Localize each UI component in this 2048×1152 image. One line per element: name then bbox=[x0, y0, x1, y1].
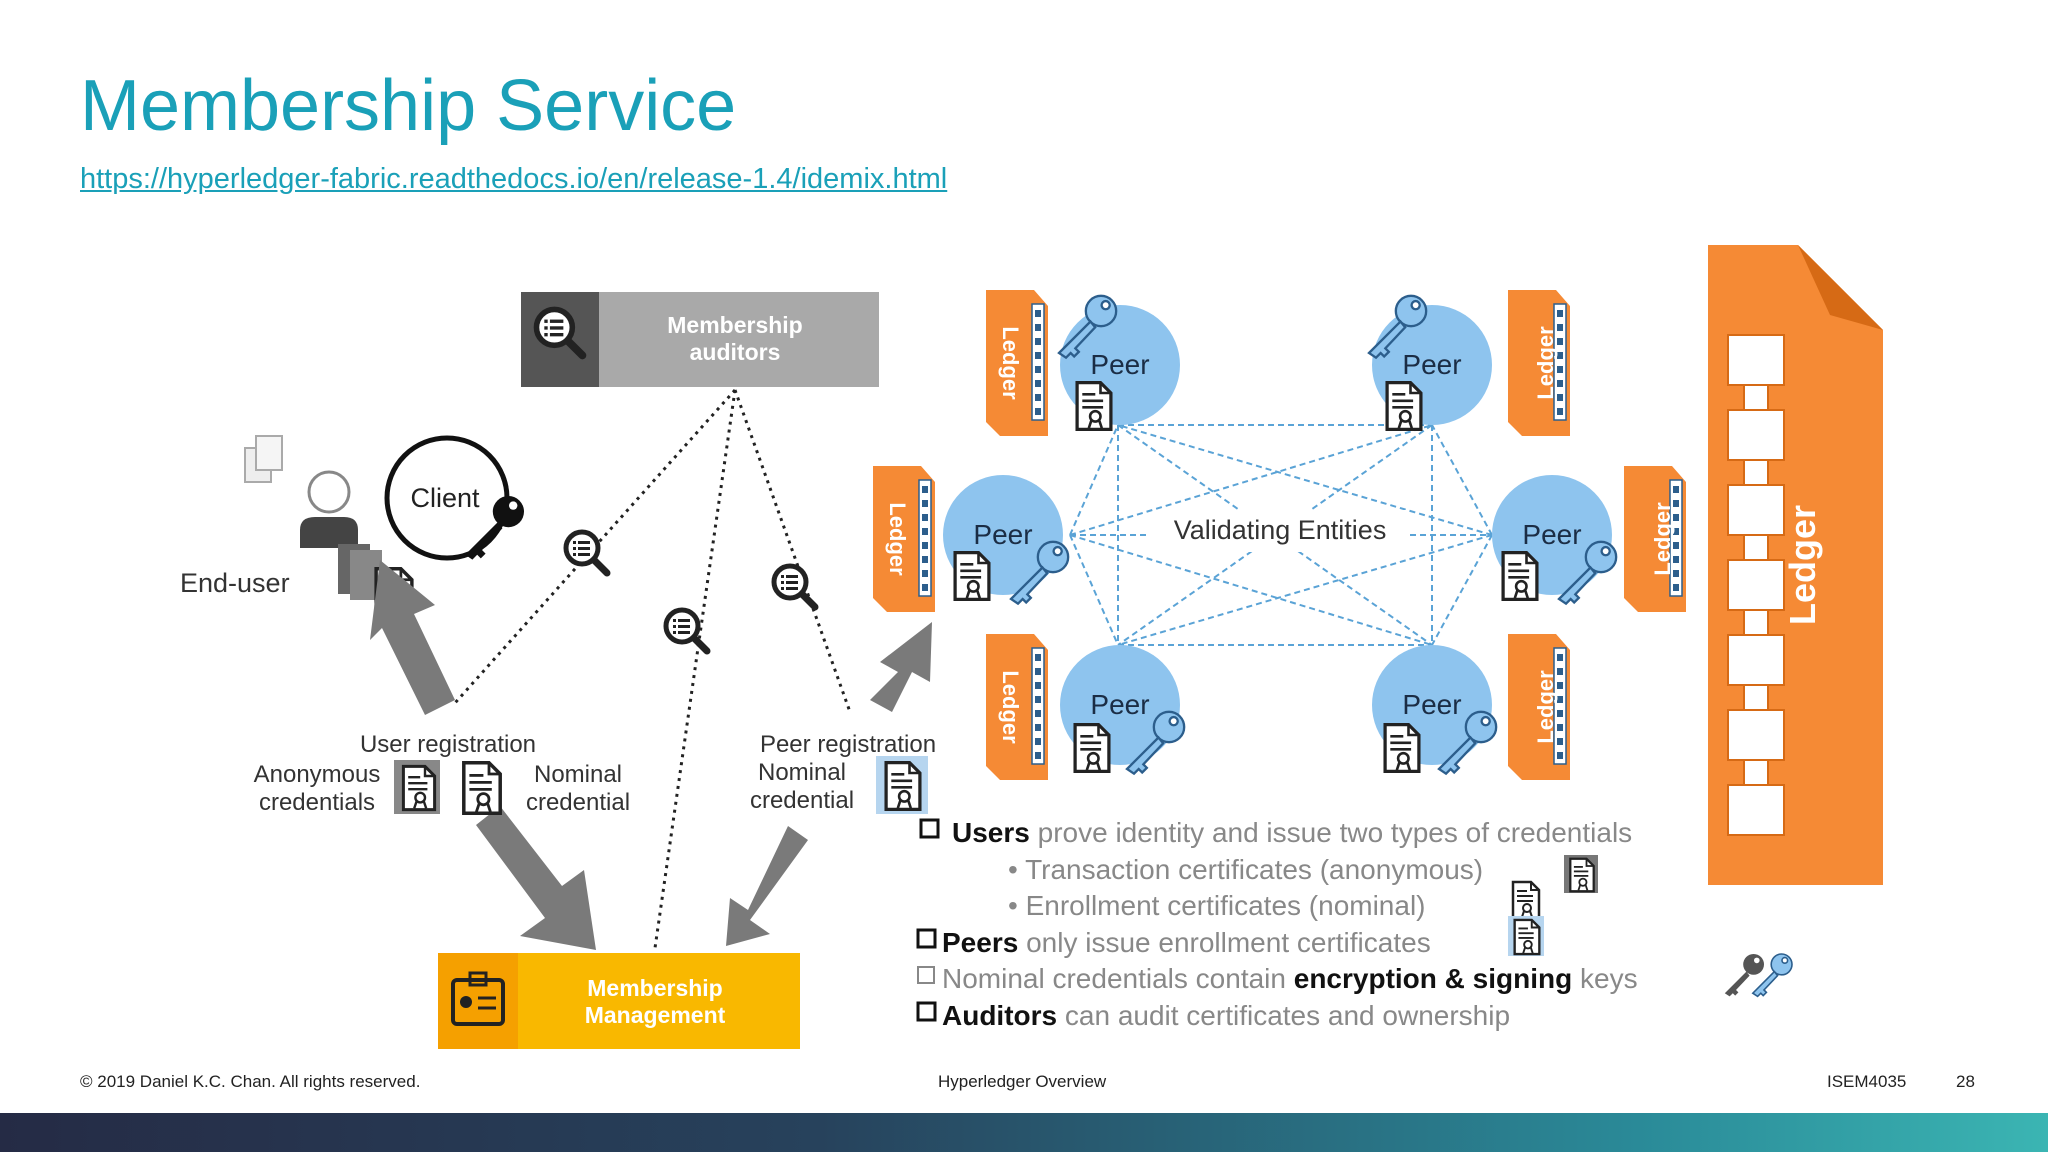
checkbox-icon bbox=[919, 818, 940, 839]
note-line-transaction: • Transaction certificates (anonymous) bbox=[1008, 854, 1483, 885]
up-arrow-left bbox=[370, 560, 455, 715]
peer-nominal-credential-label-line1: Nominal bbox=[758, 759, 846, 786]
auditors-label-line2: auditors bbox=[690, 339, 781, 365]
management-label-line2: Management bbox=[585, 1002, 726, 1028]
auditors-label-line1: Membership bbox=[667, 312, 802, 338]
nominal-credential-icon bbox=[461, 760, 503, 816]
membership-diagram: Membership auditors Client End-user User… bbox=[180, 245, 1883, 1049]
block-chain bbox=[1727, 334, 1785, 836]
anonymous-credentials-label-line2: credentials bbox=[259, 789, 375, 816]
peer-bottom-right: Peer bbox=[1372, 645, 1498, 775]
id-badge-icon bbox=[451, 978, 505, 1026]
peer-middle-left: Peer bbox=[943, 475, 1070, 605]
ledger-bottom-right: Ledger bbox=[1508, 634, 1570, 780]
certificate-icon bbox=[1385, 380, 1423, 432]
reference-link[interactable]: https://hyperledger-fabric.readthedocs.i… bbox=[80, 163, 948, 195]
footer-page-number: 28 bbox=[1956, 1072, 1975, 1091]
membership-management-box: Membership Management bbox=[438, 953, 800, 1049]
peer-bottom-left: Peer bbox=[1060, 645, 1186, 775]
ledger-middle-left: Ledger bbox=[873, 466, 935, 612]
nominal-credential-label-line2: credential bbox=[526, 789, 630, 816]
footer-gradient-bar bbox=[0, 1113, 2048, 1152]
ledger-bottom-left: Ledger bbox=[986, 634, 1048, 780]
notes-block: Users prove identity and issue two types… bbox=[916, 817, 1793, 1031]
user-registration-label: User registration bbox=[360, 731, 536, 758]
certificate-icon bbox=[1075, 380, 1113, 432]
peer-label: Peer bbox=[1522, 519, 1581, 550]
magnifier-icon bbox=[774, 566, 815, 607]
nominal-cert-icon bbox=[1511, 880, 1541, 920]
peer-middle-right: Peer bbox=[1492, 475, 1618, 605]
management-label-line1: Membership bbox=[587, 975, 722, 1001]
peer-nominal-credential-label-line2: credential bbox=[750, 787, 854, 814]
ledger-middle-right: Ledger bbox=[1624, 466, 1686, 612]
nominal-credential-label-line1: Nominal bbox=[534, 761, 622, 788]
note-line-peers: Peers only issue enrollment certificates bbox=[942, 927, 1431, 958]
document-icon bbox=[255, 435, 283, 471]
end-user-group: Client End-user bbox=[180, 435, 524, 621]
client-label: Client bbox=[410, 483, 480, 513]
down-arrow-right bbox=[726, 826, 808, 946]
peer-label: Peer bbox=[1402, 689, 1461, 720]
peer-label: Peer bbox=[1090, 689, 1149, 720]
ledger-label: Ledger bbox=[1533, 670, 1558, 744]
ledger-top-left: Ledger bbox=[986, 290, 1048, 436]
certificate-icon bbox=[1501, 550, 1539, 602]
note-line-users: Users prove identity and issue two types… bbox=[952, 817, 1632, 848]
big-ledger: Ledger bbox=[1708, 245, 1883, 885]
footer-course: ISEM4035 bbox=[1827, 1072, 1907, 1091]
peer-cert-icon bbox=[1513, 918, 1541, 956]
end-user-label: End-user bbox=[180, 568, 290, 598]
certificate-icon bbox=[1073, 722, 1111, 774]
ledger-label: Ledger bbox=[998, 670, 1023, 744]
ledger-label: Ledger bbox=[1650, 502, 1675, 576]
peer-registration-label: Peer registration bbox=[760, 731, 936, 758]
certificate-icon bbox=[953, 550, 991, 602]
magnifier-icon bbox=[566, 532, 607, 573]
slide-title: Membership Service bbox=[80, 66, 737, 146]
peer-top-left: Peer bbox=[1057, 294, 1180, 432]
note-line-nominal: Nominal credentials contain encryption &… bbox=[942, 963, 1638, 994]
footer-title: Hyperledger Overview bbox=[938, 1072, 1107, 1091]
down-arrow-left bbox=[476, 806, 596, 950]
validating-entities-bg bbox=[1156, 510, 1406, 552]
peer-top-right: Peer bbox=[1367, 294, 1492, 432]
user-body-icon bbox=[300, 517, 358, 548]
ledger-top-right: Ledger bbox=[1508, 290, 1570, 436]
footer-copyright: © 2019 Daniel K.C. Chan. All rights rese… bbox=[80, 1072, 421, 1091]
up-arrow-right bbox=[870, 622, 932, 712]
peer-label: Peer bbox=[973, 519, 1032, 550]
ledger-label: Ledger bbox=[1533, 326, 1558, 400]
registration-arrows bbox=[370, 560, 932, 950]
checkbox-icon bbox=[917, 966, 935, 984]
user-head-icon bbox=[307, 470, 351, 514]
checkbox-icon bbox=[916, 1001, 937, 1022]
ledger-label: Ledger bbox=[885, 502, 910, 576]
certificate-icon bbox=[1383, 722, 1421, 774]
note-line-enrollment: • Enrollment certificates (nominal) bbox=[1008, 890, 1426, 921]
anonymous-credentials-label-line1: Anonymous bbox=[254, 761, 381, 788]
checkbox-icon bbox=[916, 928, 937, 949]
ledger-label: Ledger bbox=[998, 326, 1023, 400]
peer-label: Peer bbox=[1402, 349, 1461, 380]
membership-auditors-box: Membership auditors bbox=[521, 292, 879, 387]
peer-label: Peer bbox=[1090, 349, 1149, 380]
validating-entities-label: Validating Entities bbox=[1174, 515, 1387, 545]
note-line-auditors: Auditors can audit certificates and owne… bbox=[942, 1000, 1510, 1031]
big-ledger-label: Ledger bbox=[1782, 505, 1823, 625]
peer-credential-icon bbox=[884, 760, 922, 812]
